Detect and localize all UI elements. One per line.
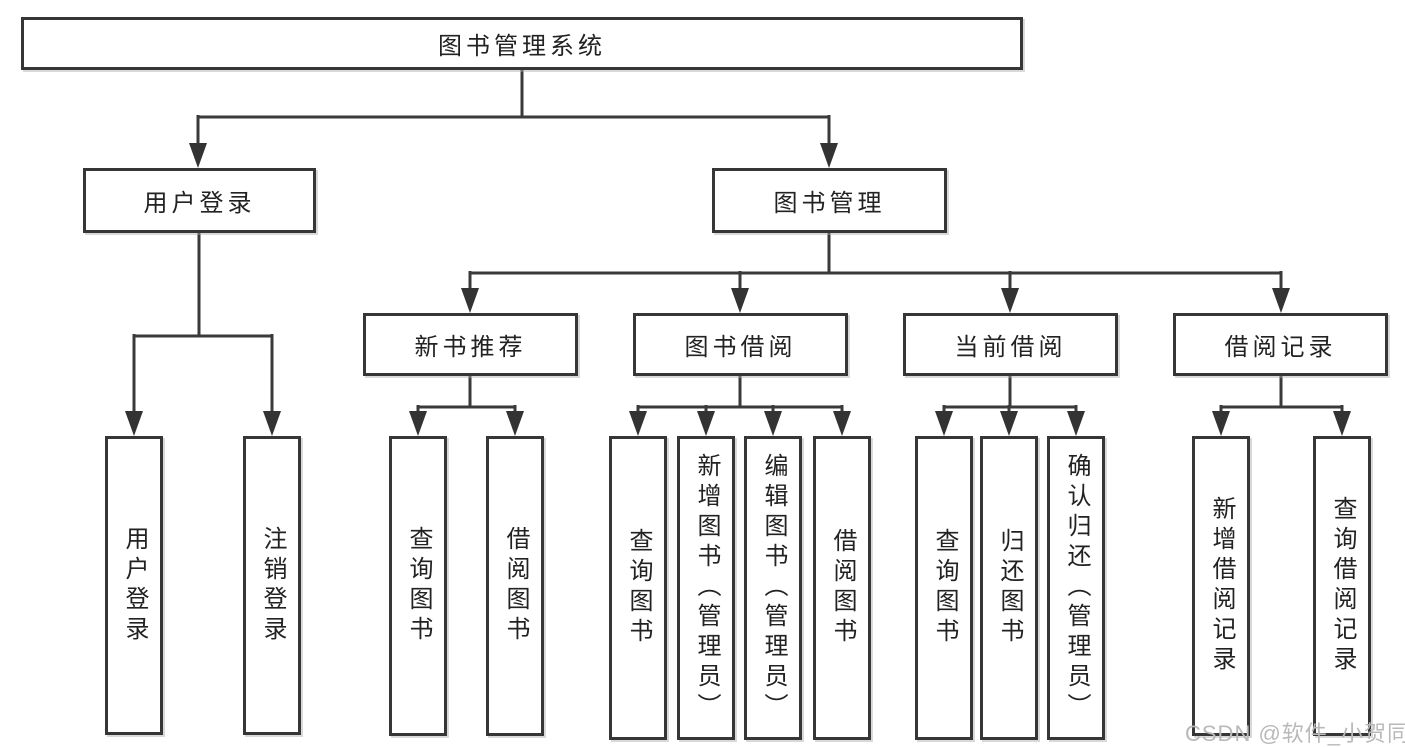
edges-book-management-to-level3 <box>461 233 1290 313</box>
node-label: 注销登录 <box>259 525 286 646</box>
leaf-borrow-books-recommend: 借阅图书 <box>486 436 544 736</box>
edges-book-borrow-children <box>629 376 851 436</box>
node-book-management: 图书管理 <box>712 168 947 233</box>
leaf-add-borrow-record: 新增借阅记录 <box>1192 436 1250 736</box>
leaf-logout-login: 注销登录 <box>243 436 301 735</box>
node-label: 当前借阅 <box>954 334 1067 361</box>
edges-borrow-records-children <box>1212 376 1351 436</box>
leaf-borrow-books: 借阅图书 <box>813 436 871 740</box>
leaf-query-books-borrow: 查询图书 <box>609 436 667 740</box>
node-label: 新书推荐 <box>414 334 527 361</box>
leaf-add-books-admin: 新增图书（管理员） <box>677 436 735 740</box>
node-book-borrow: 图书借阅 <box>633 313 848 376</box>
node-label: 确认归还（管理员） <box>1063 453 1090 723</box>
edges-current-borrow-children <box>935 376 1085 436</box>
node-label: 借阅图书 <box>502 526 529 646</box>
node-label: 借阅记录 <box>1224 334 1337 361</box>
node-label: 归还图书 <box>996 528 1023 648</box>
edges-root-to-level2 <box>189 70 838 168</box>
node-label: 新增借阅记录 <box>1208 496 1235 676</box>
node-user-login: 用户登录 <box>83 168 316 233</box>
node-label: 新增图书（管理员） <box>693 453 720 723</box>
node-label: 借阅图书 <box>829 528 856 648</box>
node-new-book-recommend: 新书推荐 <box>363 313 578 376</box>
leaf-return-books: 归还图书 <box>980 436 1038 740</box>
node-label: 查询图书 <box>405 526 432 646</box>
edges-new-book-recommend-children <box>409 376 524 436</box>
node-label: 查询图书 <box>625 528 652 648</box>
csdn-watermark: CSDN @软件_小贺同学 <box>1185 721 1405 746</box>
node-label: 图书管理系统 <box>438 33 606 60</box>
node-borrow-records: 借阅记录 <box>1173 313 1388 376</box>
edges-user-login-children <box>125 233 281 436</box>
leaf-user-login: 用户登录 <box>105 436 163 735</box>
node-label: 图书借阅 <box>684 334 797 361</box>
leaf-query-books-current: 查询图书 <box>915 436 973 740</box>
node-label: 图书管理 <box>773 190 886 217</box>
node-label: 编辑图书（管理员） <box>760 453 787 723</box>
leaf-query-books-recommend: 查询图书 <box>389 436 447 736</box>
node-label: 查询借阅记录 <box>1329 496 1356 676</box>
node-label: 查询图书 <box>931 528 958 648</box>
node-label: 用户登录 <box>121 525 148 646</box>
leaf-confirm-return-admin: 确认归还（管理员） <box>1047 436 1105 740</box>
node-current-borrow: 当前借阅 <box>903 313 1118 376</box>
leaf-query-borrow-record: 查询借阅记录 <box>1313 436 1371 736</box>
node-library-management-system: 图书管理系统 <box>21 17 1023 70</box>
leaf-edit-books-admin: 编辑图书（管理员） <box>744 436 802 740</box>
node-label: 用户登录 <box>143 190 256 217</box>
